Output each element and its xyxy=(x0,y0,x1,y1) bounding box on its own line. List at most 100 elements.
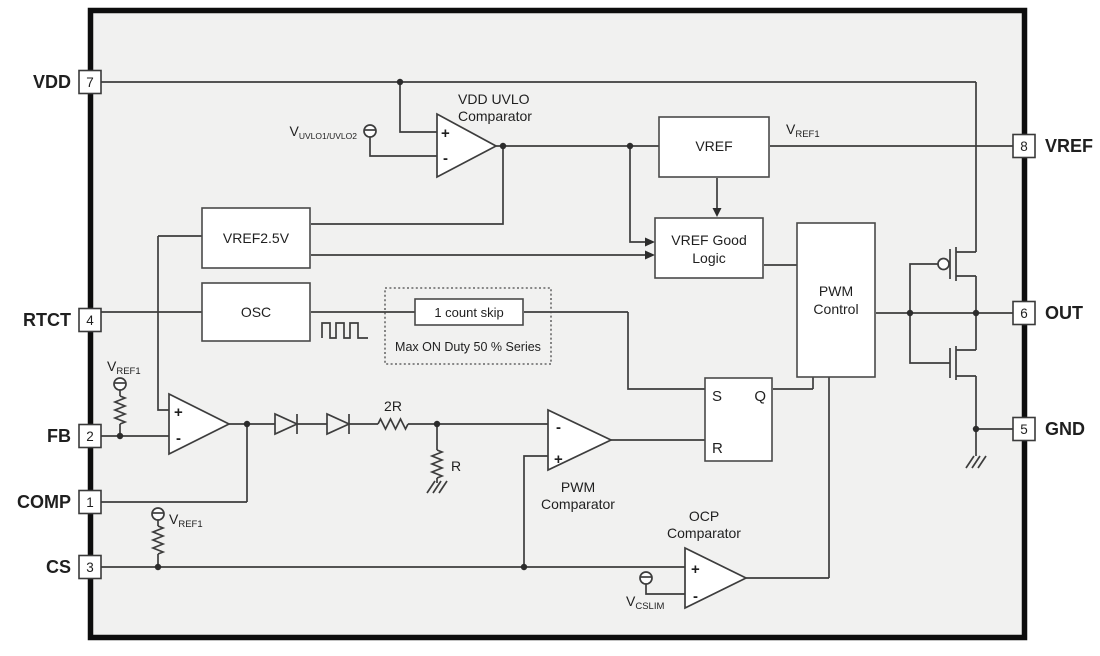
diode-2 xyxy=(326,412,352,436)
ground-hatch xyxy=(426,480,448,494)
vref-good-box xyxy=(654,217,764,279)
pin-gnd-label: GND xyxy=(1045,419,1085,439)
pin-comp: COMP 1 xyxy=(17,489,102,515)
wire-gnd-pin xyxy=(975,428,1014,456)
pin-rtct: RTCT 4 xyxy=(23,307,102,333)
junction xyxy=(433,420,441,428)
wire-uvlo-minus-feed xyxy=(369,137,437,157)
error-amp-minus: - xyxy=(176,430,181,447)
wire-branch-vrefgood xyxy=(629,146,645,243)
ground-icon-r xyxy=(426,480,448,494)
vref-good-label-1: VREF Good xyxy=(671,232,746,248)
resistor-r-label: R xyxy=(451,458,461,474)
fb-vref1-source: VREF1 xyxy=(107,358,141,391)
pin-rtct-box xyxy=(78,307,102,333)
ocp-comparator: + - OCP Comparator xyxy=(667,508,748,610)
pin-cs-box xyxy=(78,554,102,580)
pin-cs-label: CS xyxy=(46,557,71,577)
wire-cslim xyxy=(645,584,685,595)
junction xyxy=(626,142,634,150)
pin-rtct-label: RTCT xyxy=(23,310,71,330)
source-circle xyxy=(151,507,165,521)
error-amp-triangle xyxy=(168,392,231,456)
resistor-2r-label: 2R xyxy=(384,398,402,414)
ocp-comparator-triangle xyxy=(684,546,748,610)
vref-label: VREF xyxy=(695,138,732,154)
arrow-into-vrefgood-1 xyxy=(645,237,655,247)
pin-out-box xyxy=(1012,300,1036,326)
resistor-fb-pullup xyxy=(112,395,128,425)
pin-comp-label: COMP xyxy=(17,492,71,512)
junction-dots xyxy=(116,78,980,571)
diode-2-triangle xyxy=(326,412,352,436)
pin-fb-label: FB xyxy=(47,426,71,446)
wire-vdd-rail xyxy=(101,81,977,252)
v-cslim-label: VCSLIM xyxy=(626,593,664,612)
wire-comp xyxy=(101,424,248,503)
osc-label: OSC xyxy=(241,304,271,320)
arrowheads xyxy=(645,208,722,260)
pmos-transistor xyxy=(937,247,976,281)
latch-q-label: Q xyxy=(754,388,766,405)
pwm-control-label-2: Control xyxy=(813,301,858,317)
pin-vref-box xyxy=(1012,133,1036,159)
pin-out-number: 6 xyxy=(1020,306,1028,321)
count-skip-label: 1 count skip xyxy=(434,305,503,320)
vref-block: VREF xyxy=(658,116,770,178)
vref25-label: VREF2.5V xyxy=(223,230,290,246)
latch-s-label: S xyxy=(712,388,722,405)
uvlo-minus: - xyxy=(443,150,448,167)
count-skip-dotted-box xyxy=(384,287,552,365)
sr-latch: S Q R xyxy=(704,377,773,462)
junction xyxy=(499,142,507,150)
junction xyxy=(154,563,162,571)
pin-vref-number: 8 xyxy=(1020,139,1028,154)
diode-1-triangle xyxy=(274,412,300,436)
uvlo-label-1: VDD UVLO xyxy=(458,91,530,107)
pin-fb-number: 2 xyxy=(86,429,94,444)
source-circle xyxy=(113,377,127,391)
vref25-block: VREF2.5V xyxy=(201,207,311,269)
vref-good-logic-block: VREF Good Logic xyxy=(654,217,764,279)
junction xyxy=(906,309,914,317)
diode-1 xyxy=(274,412,300,436)
source-circle xyxy=(363,124,377,138)
uvlo-plus: + xyxy=(441,125,450,142)
clock-waveform-icon xyxy=(321,322,368,339)
wire-ocp-out xyxy=(746,377,830,579)
pmos-symbol xyxy=(949,247,976,281)
wires xyxy=(101,81,1014,595)
wire-pwm-plus-feed xyxy=(523,455,548,567)
square-wave-glyph xyxy=(321,322,368,339)
source-circle xyxy=(639,571,653,585)
pwm-comp-label-2: Comparator xyxy=(541,496,615,512)
pin-vdd-label: VDD xyxy=(33,72,71,92)
resistor-r: R xyxy=(429,449,461,479)
uvlo-threshold-source: VUVLO1/UVLO2 xyxy=(290,123,377,141)
osc-block: OSC xyxy=(201,282,311,342)
vref-good-label-2: Logic xyxy=(692,250,725,266)
arrow-into-vrefgood-2 xyxy=(645,250,655,260)
pwm-comp-minus: - xyxy=(556,419,561,436)
pwm-comp-label-1: PWM xyxy=(561,479,595,495)
nmos-symbol xyxy=(949,346,976,380)
pin-comp-number: 1 xyxy=(86,495,94,510)
ground-icon-gnd-pin xyxy=(965,455,987,469)
arrow-vref-down xyxy=(712,208,722,217)
pin-gnd-number: 5 xyxy=(1020,422,1028,437)
count-skip-group: 1 count skip Max ON Duty 50 % Series xyxy=(384,287,552,365)
wire-q-out xyxy=(773,377,814,390)
wire-vref25-to-erramp xyxy=(157,235,203,411)
nmos-transistor xyxy=(949,346,976,380)
junction xyxy=(396,78,404,86)
resistor-zigzag xyxy=(150,525,166,555)
resistor-zigzag xyxy=(429,449,445,479)
wire-uvlo-plus-feed xyxy=(399,82,437,133)
uvlo-label-2: Comparator xyxy=(458,108,532,124)
junction xyxy=(116,432,124,440)
pin-gnd-box xyxy=(1012,416,1036,442)
resistor-zigzag xyxy=(377,417,409,431)
pmos-gate-bubble xyxy=(937,257,950,271)
